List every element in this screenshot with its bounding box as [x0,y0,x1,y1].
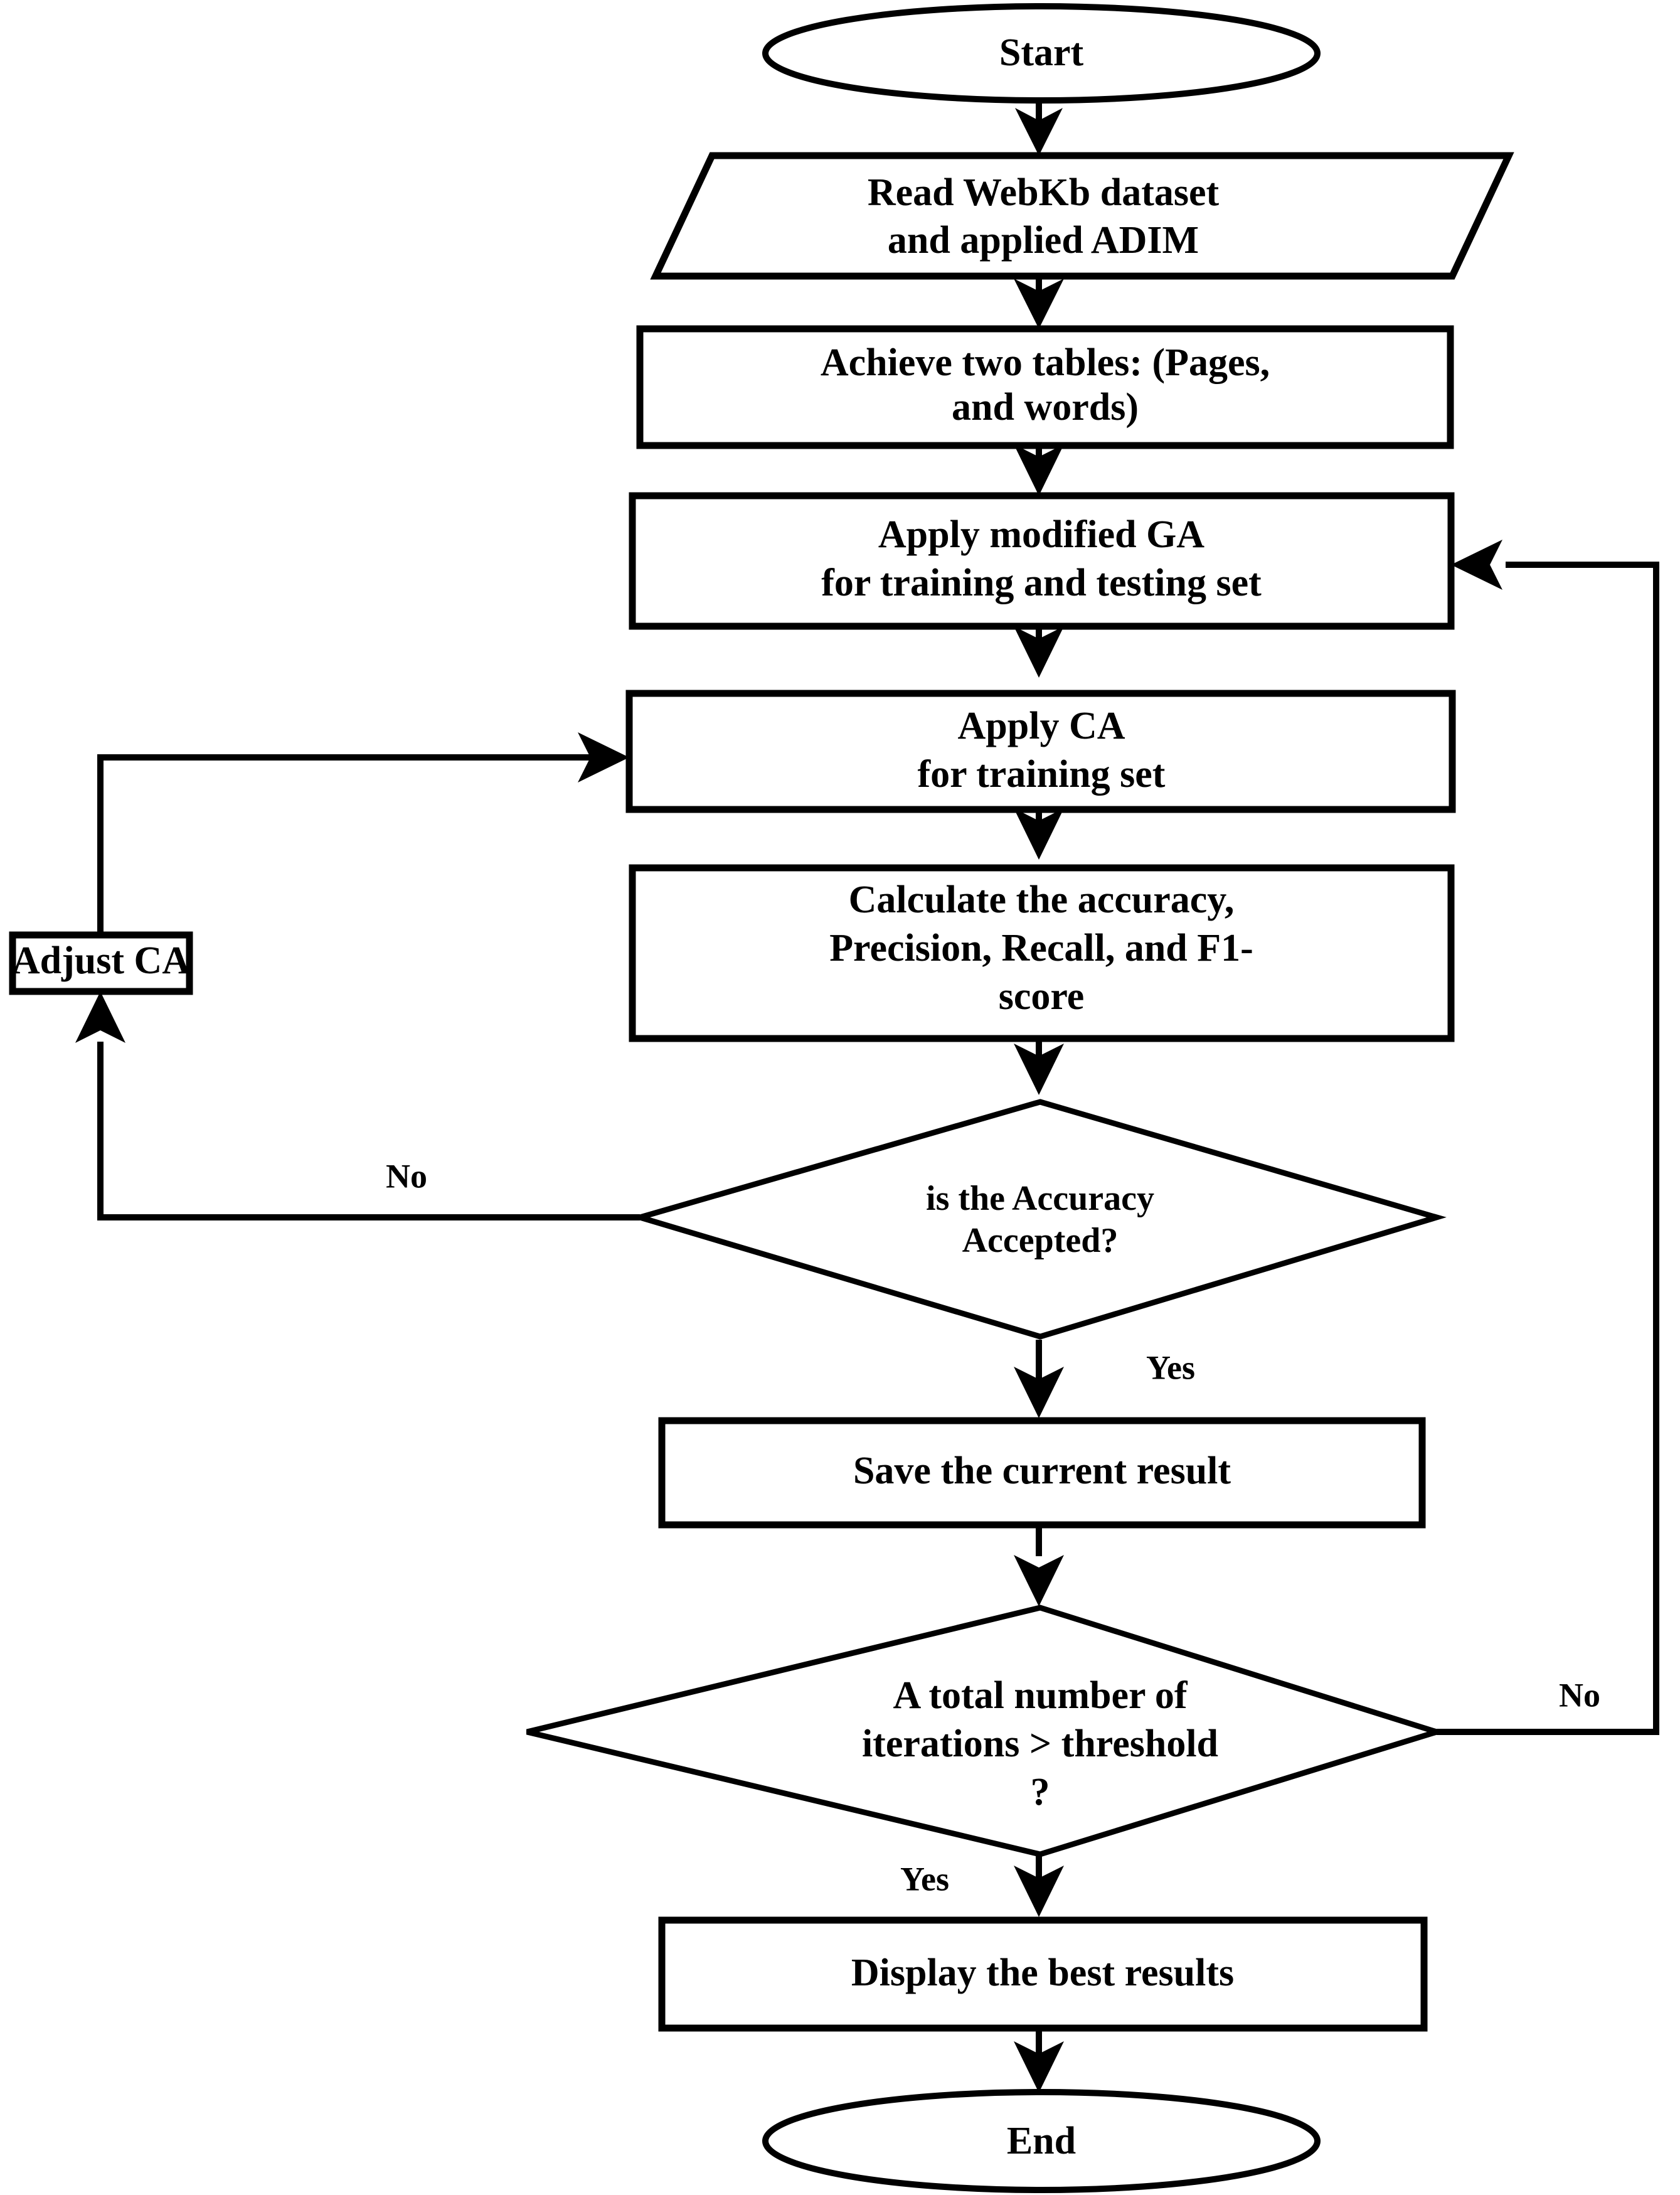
arrowhead-icon [1015,108,1063,156]
node-read-dataset[interactable]: Read WebKb dataset and applied ADIM [650,152,1514,280]
node-apply-ga[interactable]: Apply modified GA for training and testi… [629,492,1455,630]
node-apply-ca[interactable]: Apply CA for training set [625,690,1456,813]
arrowhead-icon [1014,1044,1064,1095]
node-apply-ga-label-line2: for training and testing set [821,562,1262,604]
arrowhead-icon [1014,1555,1064,1606]
arrowhead-icon [1014,626,1064,678]
edge-display-to-end [1014,2028,1064,2093]
apply-ga-process-shape[interactable] [629,492,1455,630]
edge-save-to-iterations [1014,1525,1064,1606]
node-achieve-tables-label-line2: and words) [952,386,1139,429]
arrowhead-icon [1014,2041,1064,2093]
calculate-metrics-process-shape[interactable] [629,864,1455,1042]
node-apply-ca-label-line1: Apply CA [957,705,1125,747]
accuracy-decision-shape[interactable] [630,1099,1447,1340]
node-display-results[interactable]: Display the best results [658,1916,1428,2032]
arrowhead-icon [1014,279,1064,329]
start-terminator-shape[interactable] [762,3,1321,104]
edge-achieve-to-ga [1014,444,1064,496]
node-apply-ca-label-line2: for training set [918,753,1166,796]
read-dataset-io-shape[interactable] [650,152,1514,280]
node-start-label: Start [999,31,1084,74]
edge-label-iterations-no: No [1559,1676,1600,1714]
node-read-dataset-label-line2: and applied ADIM [888,219,1199,262]
node-accuracy-decision-label-line1: is the Accuracy [926,1179,1154,1218]
apply-ca-process-shape[interactable] [625,690,1456,813]
node-apply-ga-label-line1: Apply modified GA [878,513,1204,556]
node-iterations-decision-label-line1: A total number of [893,1674,1188,1717]
node-adjust-ca-label: Adjust CA [12,939,190,982]
arrowhead-icon [1014,808,1064,860]
node-accuracy-decision[interactable]: is the Accuracy Accepted? [630,1099,1447,1340]
node-save-result[interactable]: Save the current result [658,1417,1426,1529]
edge-iterations-yes-to-display [1014,1854,1064,1917]
adjust-ca-process-shape[interactable] [9,931,193,995]
display-results-process-shape[interactable] [658,1916,1428,2032]
node-end[interactable]: End [762,2089,1321,2193]
node-achieve-tables[interactable]: Achieve two tables: (Pages, and words) [636,325,1454,449]
iterations-decision-shape[interactable] [526,1605,1447,1857]
arrowhead-icon [1014,1866,1064,1917]
node-calculate-metrics[interactable]: Calculate the accuracy, Precision, Recal… [629,864,1455,1042]
edge-read-to-achieve [1014,276,1064,329]
save-result-process-shape[interactable] [658,1417,1426,1529]
edge-label-accuracy-no: No [386,1157,427,1195]
edge-adjust-to-ca [97,732,629,935]
edge-ca-to-calculate [1014,808,1064,860]
node-achieve-tables-label-line1: Achieve two tables: (Pages, [821,341,1270,384]
edge-ga-to-ca [1014,626,1064,678]
arrowhead-icon [1014,1367,1064,1418]
arrowhead-icon [578,732,629,782]
edge-calculate-to-accuracy [1014,1039,1064,1095]
node-iterations-decision-label-line2: iterations > threshold [862,1722,1218,1765]
node-iterations-decision-label-line3: ? [1031,1771,1050,1813]
node-accuracy-decision-label-line2: Accepted? [962,1221,1119,1260]
node-start[interactable]: Start [762,3,1321,104]
edge-iterations-no-to-ga [1437,540,1659,1735]
edge-accuracy-no-to-adjust [75,991,640,1220]
arrowhead-icon [1014,444,1064,496]
achieve-tables-process-shape[interactable] [636,325,1454,449]
edge-start-to-read [1015,100,1063,156]
edge-label-accuracy-yes: Yes [1146,1349,1195,1386]
node-calculate-metrics-label-line1: Calculate the accuracy, [849,879,1235,921]
edge-accuracy-yes-to-save [1014,1340,1064,1418]
node-save-result-label: Save the current result [853,1450,1231,1492]
node-calculate-metrics-label-line3: score [999,975,1085,1018]
node-iterations-decision[interactable]: A total number of iterations > threshold… [526,1605,1447,1857]
node-calculate-metrics-label-line2: Precision, Recall, and F1- [829,927,1253,969]
node-adjust-ca[interactable]: Adjust CA [9,931,193,995]
node-display-results-label: Display the best results [851,1952,1234,1994]
arrowhead-icon [75,991,125,1043]
edge-label-iterations-yes: Yes [900,1860,949,1898]
node-end-label: End [1007,2120,1076,2162]
arrowhead-icon [1451,540,1502,590]
end-terminator-shape[interactable] [762,2089,1321,2193]
node-read-dataset-label-line1: Read WebKb dataset [868,171,1220,214]
